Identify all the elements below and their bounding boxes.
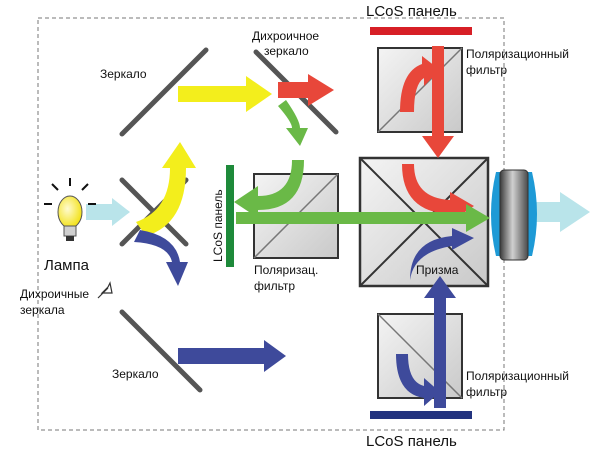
lcos-panel-left bbox=[226, 165, 234, 267]
blue-curve-prism bbox=[398, 228, 474, 280]
yellow-arrow-curve bbox=[136, 142, 196, 236]
green-curve-left bbox=[234, 160, 304, 218]
dichroic-mirror-label-2: зеркало bbox=[264, 44, 309, 58]
lcos-top-label: LCoS панель bbox=[366, 3, 457, 20]
mirror-bottom bbox=[119, 309, 203, 393]
red-arrow-short bbox=[278, 74, 334, 106]
lcos-panel-bottom bbox=[370, 411, 472, 419]
yellow-arrow-straight bbox=[178, 76, 272, 112]
mirror-top-label: Зеркало bbox=[100, 67, 147, 81]
dichroic-mirror-label-1: Дихроичное bbox=[252, 29, 319, 43]
lcos-left-label: LCoS панель bbox=[211, 189, 225, 262]
green-arrow-long bbox=[236, 204, 490, 232]
red-arrow-down bbox=[422, 46, 454, 158]
dichroic-mirrors-label-2: зеркала bbox=[20, 303, 65, 317]
blue-curve-bottom bbox=[396, 354, 440, 406]
pointer-arrow-icon bbox=[97, 281, 113, 299]
blue-arrow-straight bbox=[178, 340, 286, 372]
pol-filter-top-label-2: фильтр bbox=[466, 63, 507, 77]
red-curve-top bbox=[400, 56, 440, 112]
pol-filter-cube-bottom bbox=[377, 313, 463, 399]
output-beam-arrow bbox=[520, 192, 590, 232]
green-curve-top bbox=[278, 100, 308, 146]
mirror-bottom-label: Зеркало bbox=[112, 367, 159, 381]
lcos-panel-top bbox=[370, 27, 472, 35]
pol-filter-mid-label-2: фильтр bbox=[254, 279, 295, 293]
pol-filter-cube-top bbox=[377, 47, 463, 133]
mirror-top bbox=[119, 47, 209, 137]
pol-filter-mid-label-1: Поляризац. bbox=[254, 263, 318, 277]
red-curve-prism bbox=[402, 164, 474, 222]
lcos-bottom-label: LCoS панель bbox=[366, 433, 457, 450]
blue-curve-dichroic bbox=[134, 230, 188, 286]
lamp-icon bbox=[44, 178, 96, 241]
lamp-beam-arrow bbox=[86, 198, 130, 226]
pol-filter-bottom-label-2: фильтр bbox=[466, 385, 507, 399]
projection-lens bbox=[491, 169, 537, 261]
pol-filter-top-label-1: Поляризационный bbox=[466, 47, 569, 61]
lamp-label: Лампа bbox=[44, 257, 90, 274]
dichroic-mirrors-label-1: Дихроичные bbox=[20, 287, 89, 301]
blue-arrow-up bbox=[424, 276, 456, 408]
pol-filter-bottom-label-1: Поляризационный bbox=[466, 369, 569, 383]
prism-label: Призма bbox=[416, 263, 459, 277]
